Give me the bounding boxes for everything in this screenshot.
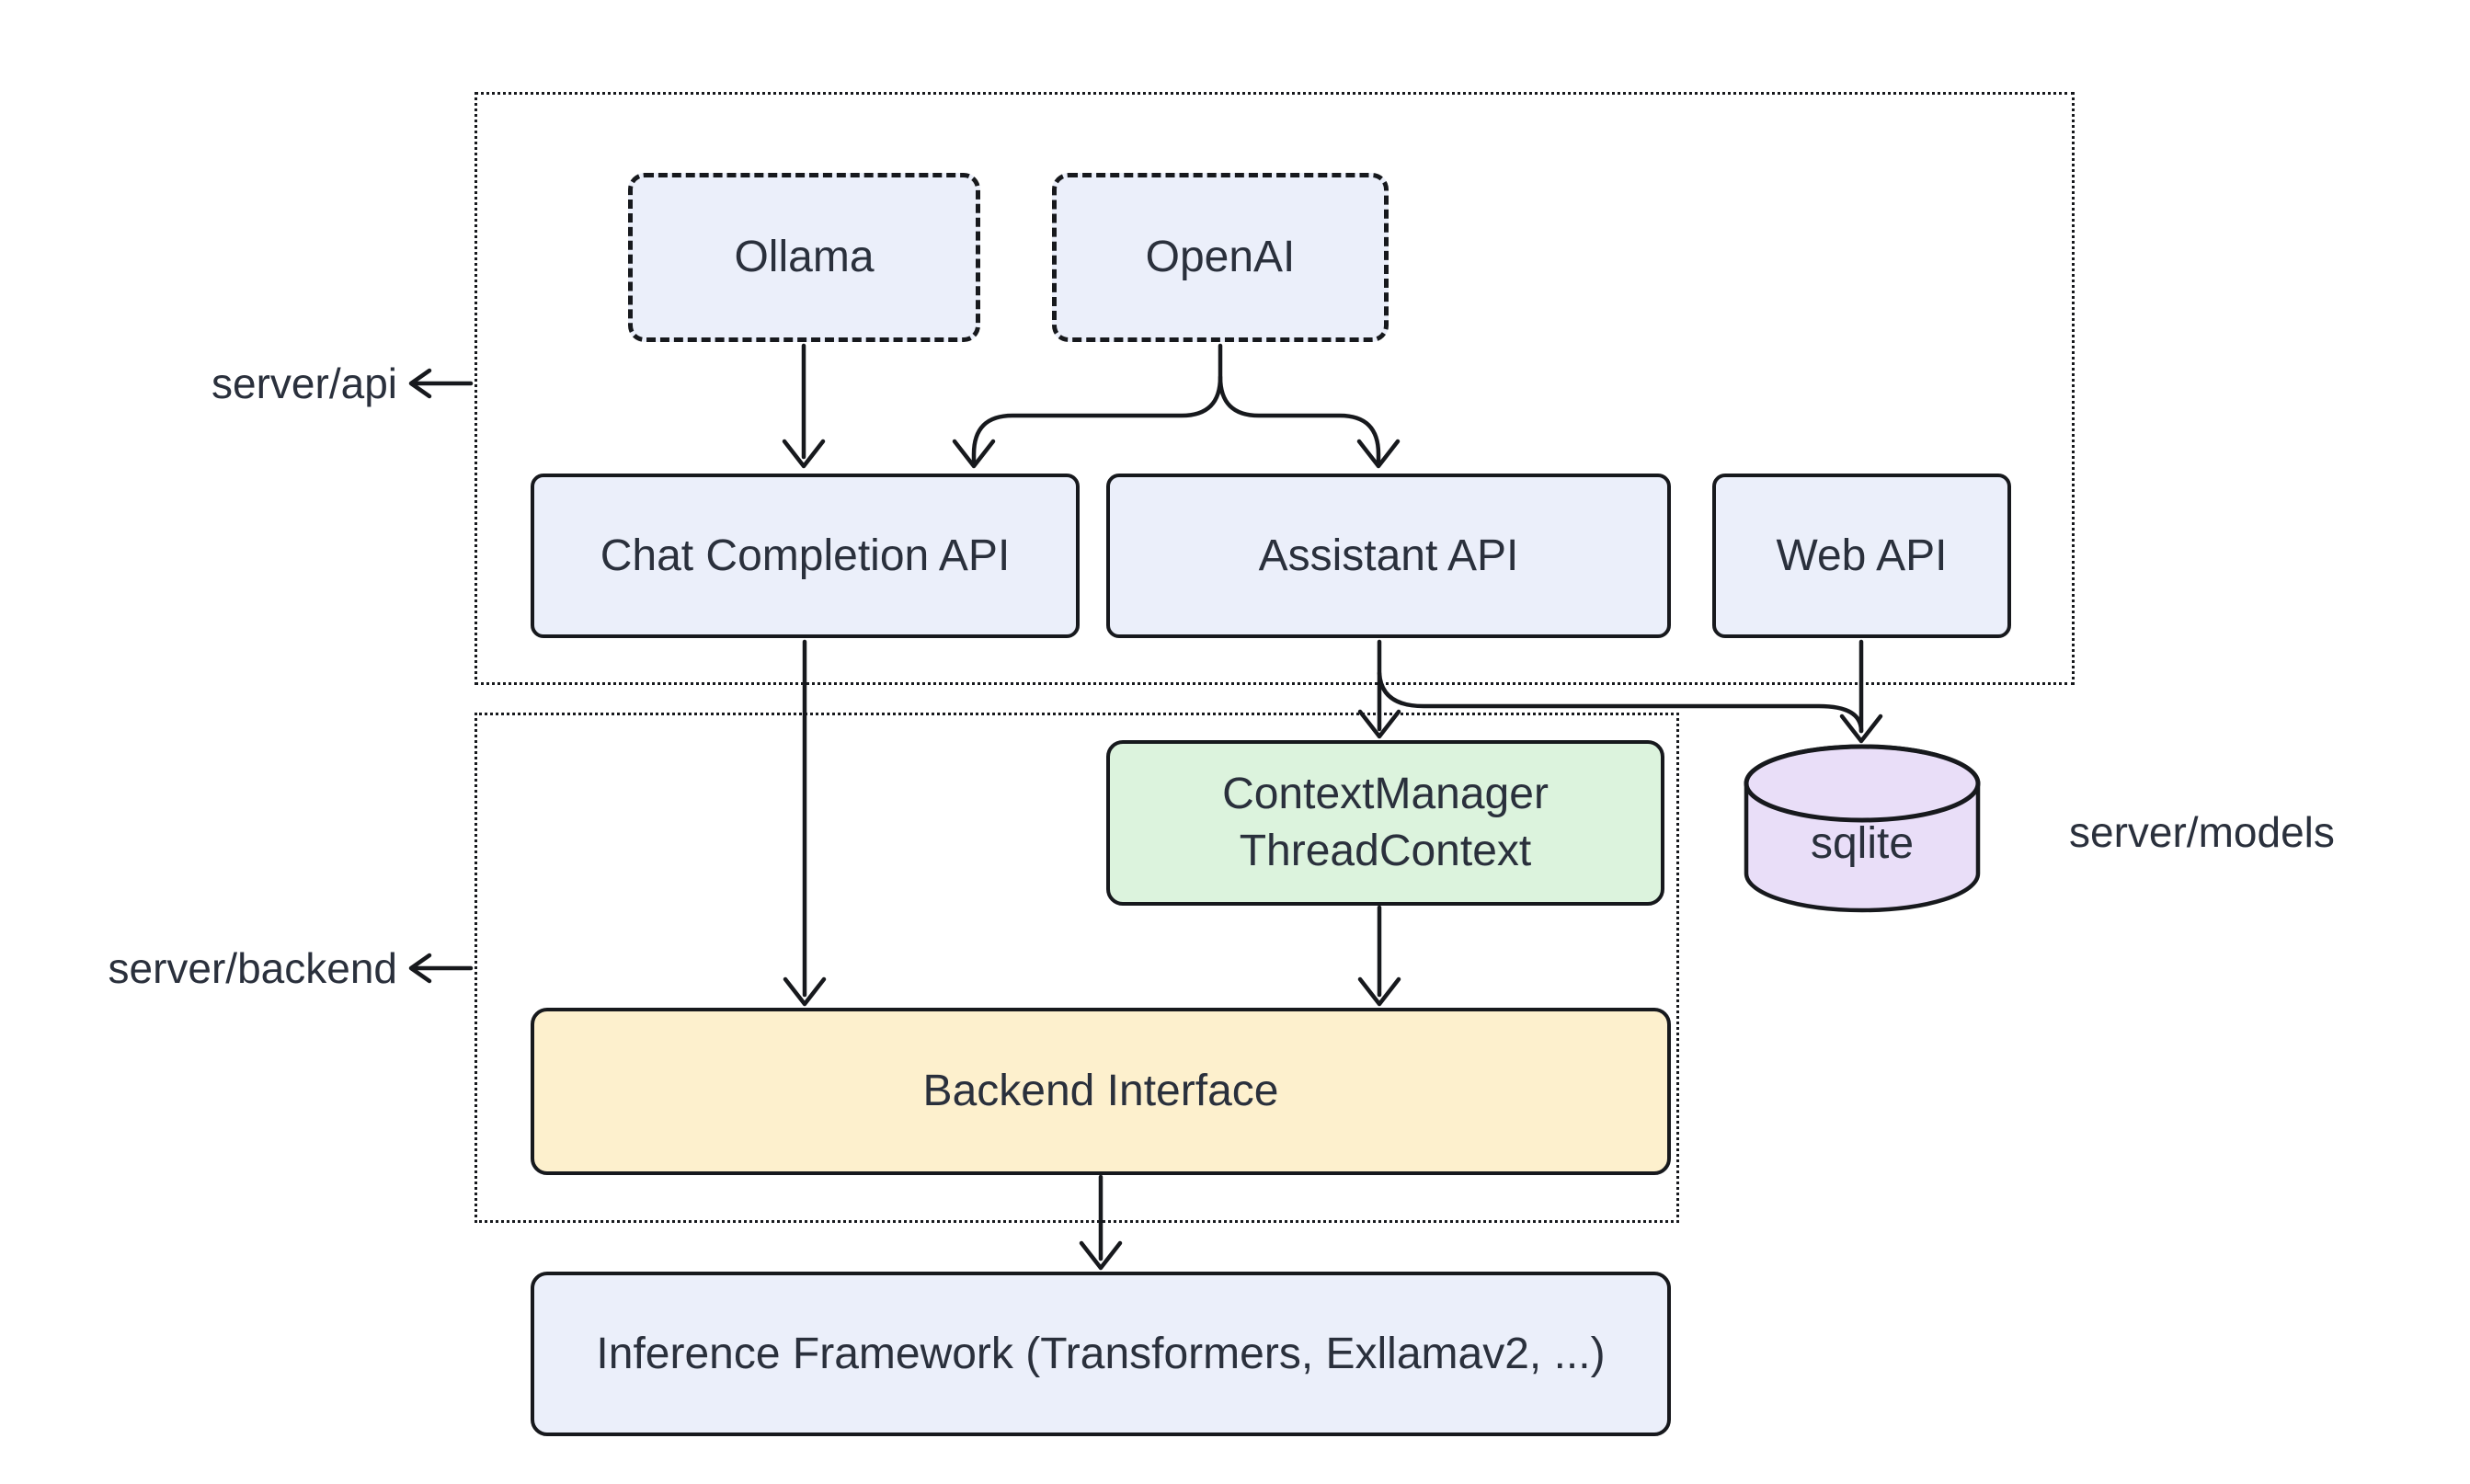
arrowhead-down-icon xyxy=(1079,1240,1123,1271)
node-assistant-api-label: Assistant API xyxy=(1258,531,1519,580)
arrowhead-left-icon xyxy=(408,953,432,984)
node-ollama-label: Ollama xyxy=(734,233,875,281)
node-ollama: Ollama xyxy=(628,173,980,342)
node-openai-label: OpenAI xyxy=(1145,233,1296,281)
node-inference-framework: Inference Framework (Transformers, Exlla… xyxy=(531,1272,1671,1436)
node-chat-completion-api-label: Chat Completion API xyxy=(600,531,1011,580)
server-api-label: server/api xyxy=(212,360,397,407)
node-backend-interface-label: Backend Interface xyxy=(922,1067,1279,1115)
node-context-manager-line1: ContextManager xyxy=(1222,770,1549,818)
node-context-manager-line2: ThreadContext xyxy=(1239,827,1532,875)
node-chat-completion-api: Chat Completion API xyxy=(531,474,1080,638)
arrowhead-down-icon xyxy=(1839,713,1883,744)
node-sqlite-label: sqlite xyxy=(1810,819,1915,868)
server-backend-label: server/backend xyxy=(108,944,398,992)
node-backend-interface: Backend Interface xyxy=(531,1008,1671,1175)
node-web-api: Web API xyxy=(1712,474,2011,638)
node-context-manager: ContextManager ThreadContext xyxy=(1106,740,1664,906)
node-inference-framework-label: Inference Framework (Transformers, Exlla… xyxy=(596,1329,1606,1378)
node-openai: OpenAI xyxy=(1052,173,1389,342)
arrowhead-left-icon xyxy=(408,368,432,399)
server-backend-group-border xyxy=(475,713,1679,1223)
database-cylinder-top-rim xyxy=(1744,744,1981,823)
server-api-group-border xyxy=(475,92,2075,685)
node-assistant-api: Assistant API xyxy=(1106,474,1671,638)
server-models-label: server/models xyxy=(2069,808,2335,856)
node-web-api-label: Web API xyxy=(1776,531,1948,580)
